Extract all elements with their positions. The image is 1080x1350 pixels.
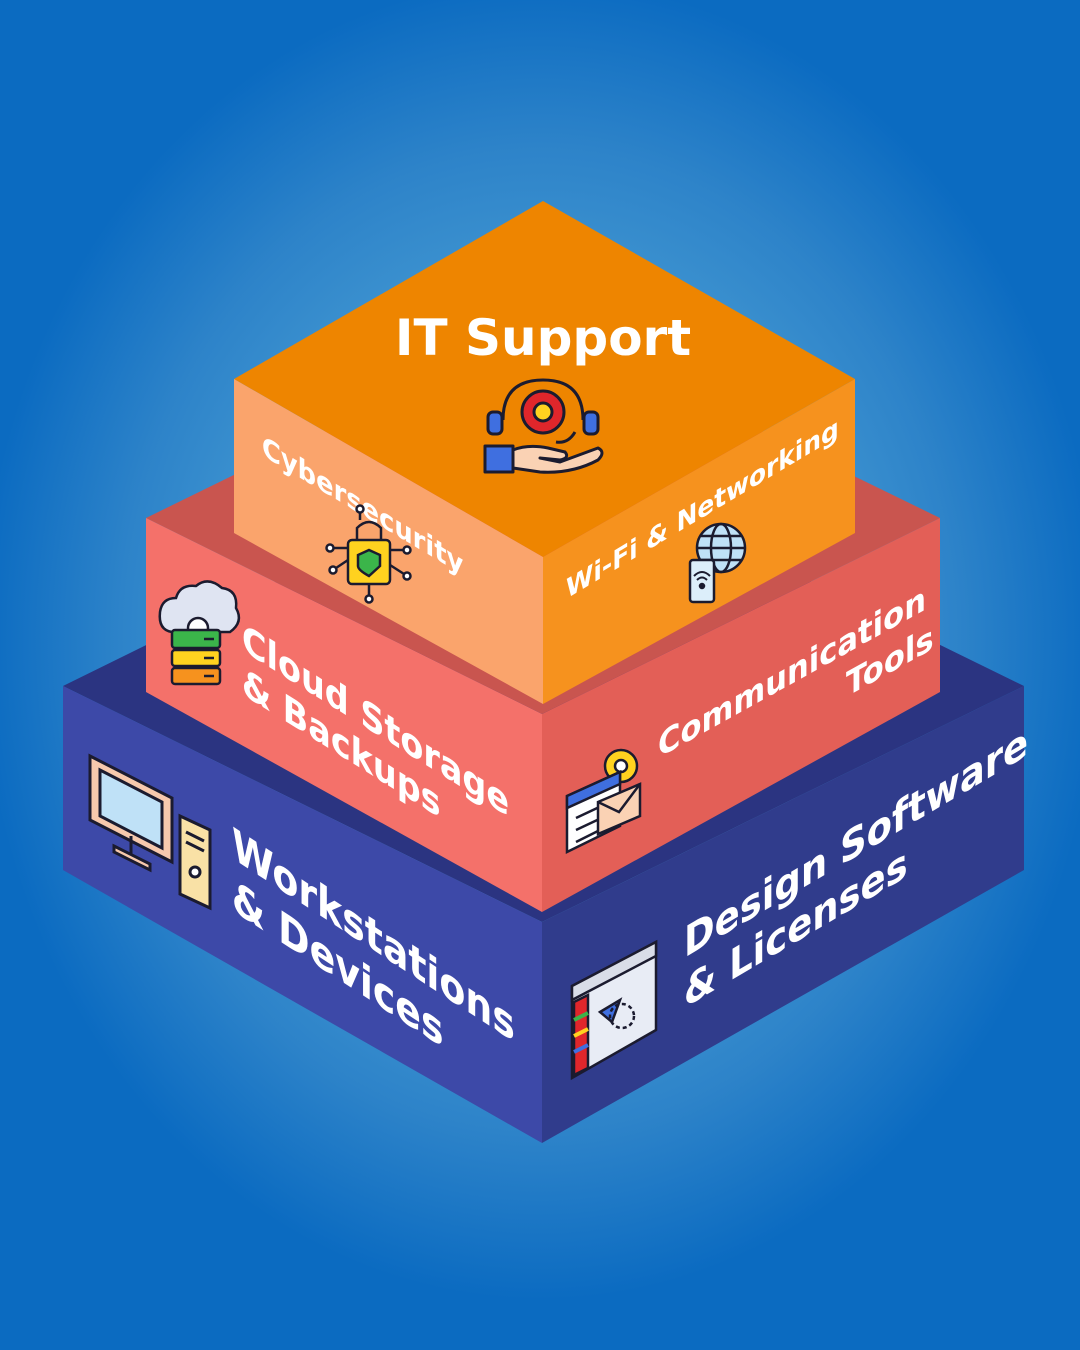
tier1-right-face	[542, 686, 1024, 1143]
browser-gear-mail-icon	[565, 748, 642, 855]
padlock-circuit-icon	[325, 504, 412, 604]
desktop-computer-icon	[88, 753, 212, 911]
support-hand-gear-icon	[483, 378, 604, 474]
globe-phone-wifi-icon	[688, 522, 747, 604]
tier2-left-face	[146, 518, 542, 912]
tier1-left-face	[63, 686, 542, 1143]
design-app-window-icon	[570, 939, 658, 1081]
top-title: IT Support	[395, 309, 691, 367]
cloud-server-icon	[158, 580, 241, 686]
tier2-right-face	[542, 518, 940, 912]
